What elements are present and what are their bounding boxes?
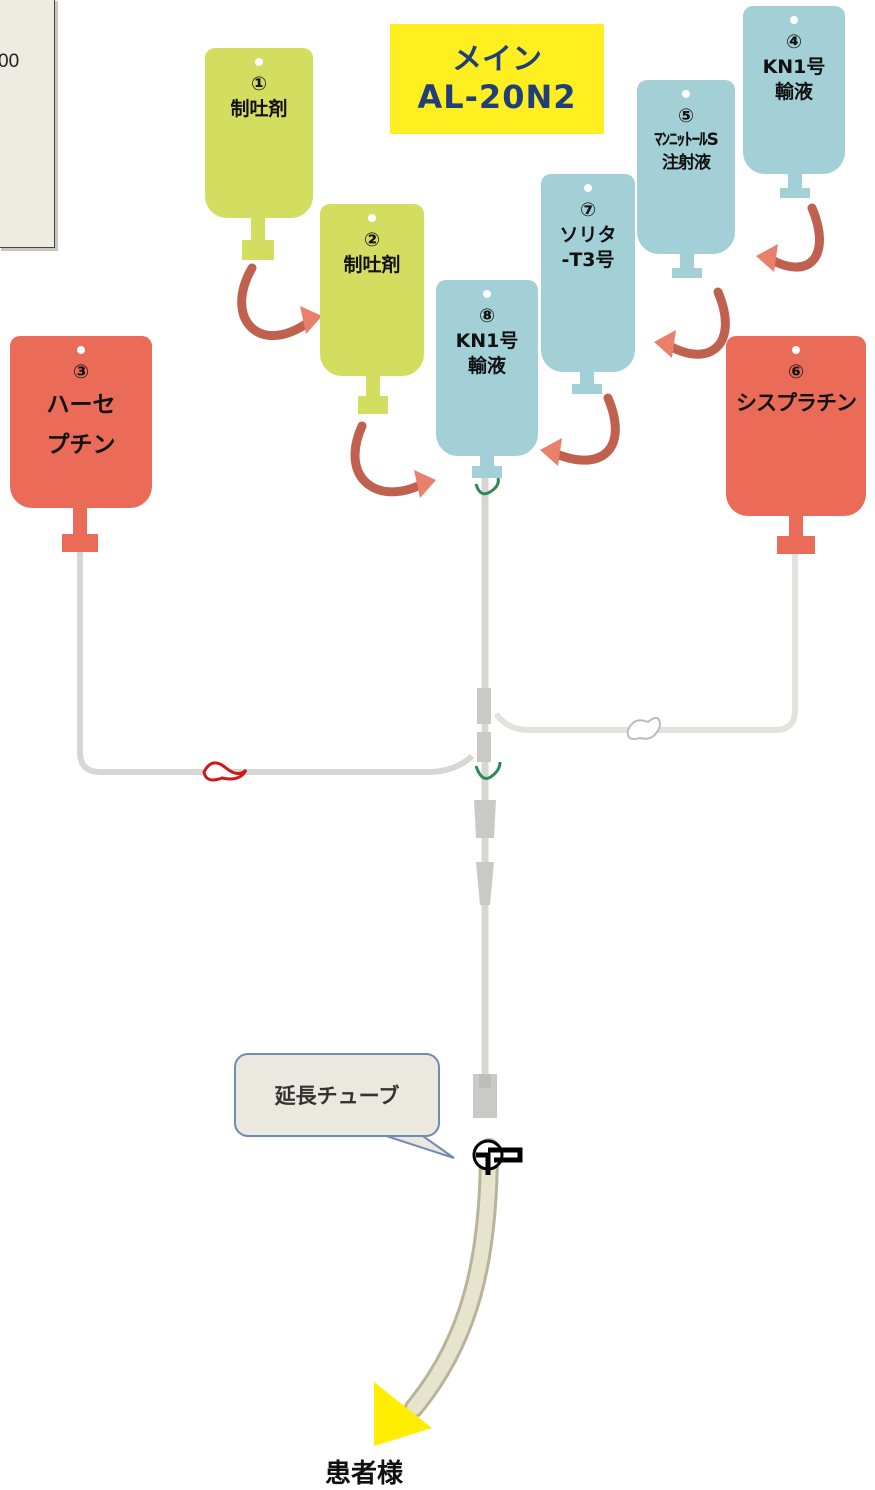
bag-3-port xyxy=(73,508,87,536)
bag-2-spike xyxy=(358,396,388,414)
arrow-2-to-8 xyxy=(350,421,431,497)
bag-6-cisplatin: ⑥ シスプラチン xyxy=(726,336,866,516)
bag-label: KN1号 輸液 xyxy=(762,55,826,104)
bag-7-solita: ⑦ ソリタ -T3号 xyxy=(541,174,635,372)
main-label-line2: AL-20N2 xyxy=(417,77,577,116)
main-line-label: メイン AL-20N2 xyxy=(390,24,604,134)
bag-4-kn1: ④ KN1号 輸液 xyxy=(743,6,845,174)
arrowhead-5-to-7 xyxy=(654,330,676,358)
bag-8-kn1: ⑧ KN1号 輸液 xyxy=(436,280,538,456)
bag-3-herceptin: ③ ハーセ プチン xyxy=(10,336,152,508)
bag-7-spike xyxy=(572,384,602,394)
arrowhead-4-to-5 xyxy=(756,244,778,272)
bag-label: KN1号 輸液 xyxy=(455,329,519,378)
bag-label: ソリタ -T3号 xyxy=(559,223,617,272)
main-label-line1: メイン xyxy=(452,41,542,77)
bag-3-spike xyxy=(62,534,98,552)
extension-tube-callout: 延長チューブ xyxy=(234,1053,440,1137)
hang-hole xyxy=(584,184,592,192)
stopcock-lever xyxy=(476,1147,523,1175)
bag-5-spike xyxy=(672,268,702,278)
arrowhead-2-to-8 xyxy=(414,470,436,498)
hang-hole xyxy=(682,90,690,98)
clamp-green-lower xyxy=(474,761,502,780)
filter-lower xyxy=(476,862,494,905)
bag-1-antiemetic: ① 制吐剤 xyxy=(205,48,313,218)
arrowhead-7-to-8 xyxy=(540,438,562,466)
bag-1-port xyxy=(251,218,265,242)
bag-label: 制吐剤 xyxy=(343,253,401,276)
bag-2-port xyxy=(366,376,380,398)
bag-4-spike xyxy=(780,188,810,198)
bag-number: ⑦ xyxy=(579,199,597,221)
bag-2-antiemetic: ② 制吐剤 xyxy=(320,204,424,376)
tube-left-branch xyxy=(77,540,475,775)
extension-tube-inner xyxy=(407,1141,496,1415)
note-text: 00 xyxy=(0,51,20,72)
bag-number: ② xyxy=(363,229,381,251)
hang-hole xyxy=(792,346,800,354)
clamp-green-top xyxy=(474,477,500,496)
filter-upper xyxy=(474,800,496,838)
bag-5-mannitol: ⑤ ﾏﾝﾆｯﾄｰﾙS 注射液 xyxy=(637,80,735,254)
bag-label: ハーセ プチン xyxy=(46,391,116,458)
clamp-red-left xyxy=(202,761,248,782)
patient-label: 患者様 xyxy=(325,1459,404,1489)
bag-6-spike xyxy=(777,536,815,554)
hang-hole xyxy=(368,214,376,222)
arrow-1-to-2 xyxy=(237,263,319,341)
arrow-7-to-8 xyxy=(547,393,620,465)
bag-7-port xyxy=(580,370,594,388)
arrowhead-1-to-2 xyxy=(300,306,322,334)
patient-arrow-icon xyxy=(374,1382,432,1446)
hang-hole xyxy=(483,290,491,298)
callout-tail xyxy=(379,1133,455,1159)
hang-hole xyxy=(77,346,85,354)
bag-number: ④ xyxy=(785,31,803,53)
bag-number: ① xyxy=(250,73,268,95)
bag-5-port xyxy=(680,252,694,272)
clamp-grey-right xyxy=(626,716,662,740)
tube-right-branch xyxy=(493,548,798,733)
arrow-4-to-5 xyxy=(763,203,824,272)
y-connector-lower xyxy=(477,732,491,762)
bag-1-spike xyxy=(242,240,274,260)
bag-number: ⑤ xyxy=(677,105,695,127)
bag-8-spike xyxy=(472,466,502,478)
tube-connector-top xyxy=(479,1074,491,1088)
hang-hole xyxy=(255,58,263,66)
bag-label: 制吐剤 xyxy=(230,97,288,120)
bag-4-port xyxy=(788,172,802,192)
bag-number: ⑥ xyxy=(787,361,805,383)
arrow-5-to-7 xyxy=(661,287,730,359)
callout-text: 延長チューブ xyxy=(274,1084,400,1108)
note-card: 00 xyxy=(0,0,55,248)
hang-hole xyxy=(790,16,798,24)
bag-label: ﾏﾝﾆｯﾄｰﾙS 注射液 xyxy=(654,129,719,173)
bag-label: シスプラチン xyxy=(736,390,857,415)
y-connector-upper xyxy=(477,688,491,724)
bag-6-port xyxy=(789,514,803,540)
bag-number: ⑧ xyxy=(478,305,496,327)
bag-number: ③ xyxy=(72,361,90,383)
